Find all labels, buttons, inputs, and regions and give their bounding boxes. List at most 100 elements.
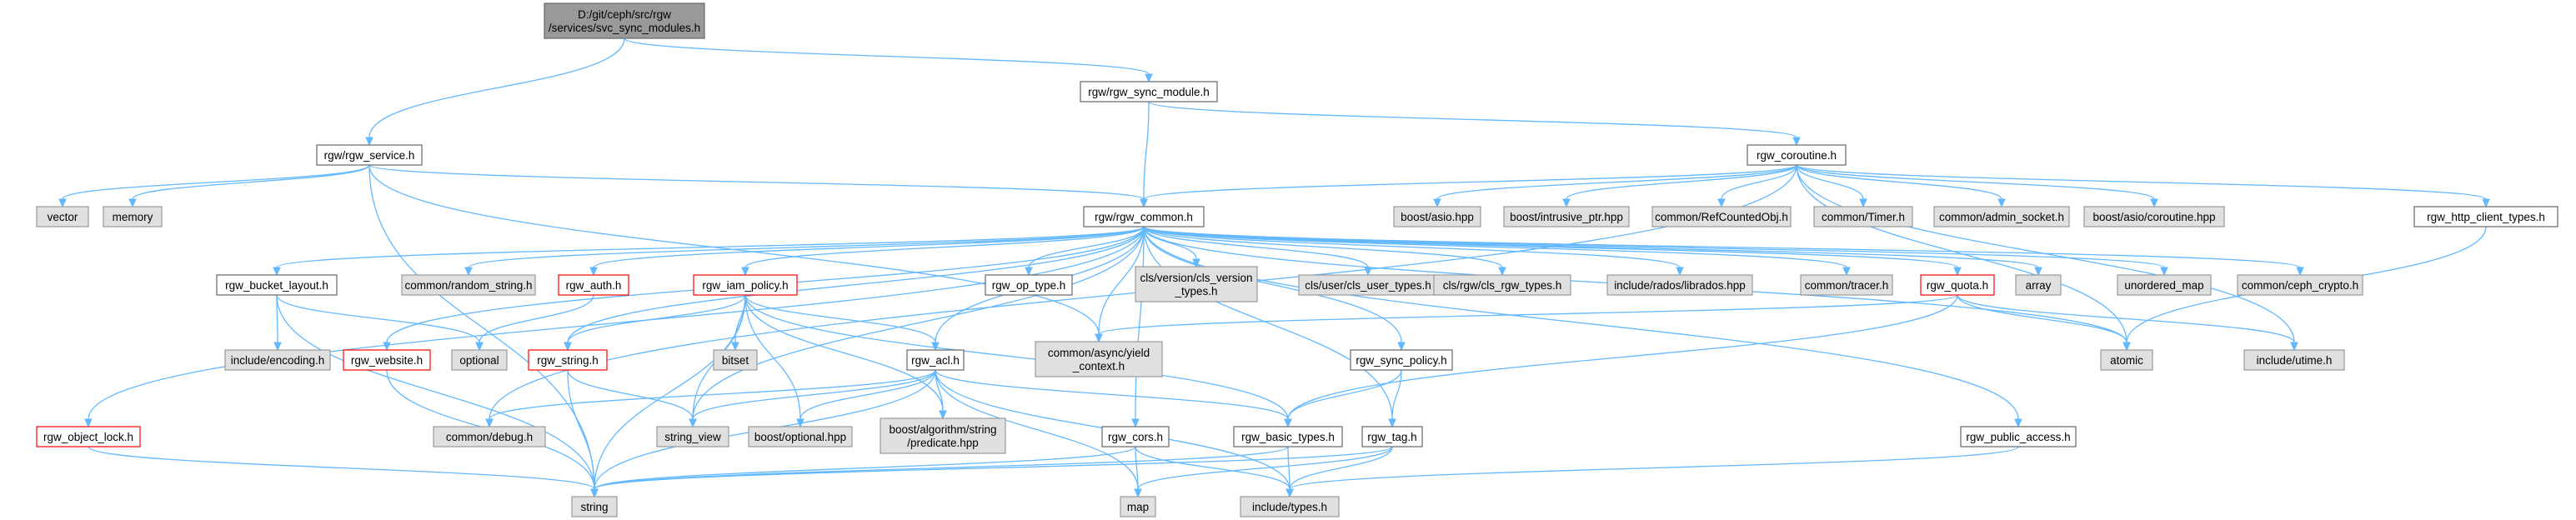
node-box <box>2100 349 2153 371</box>
edge-rgw_service-to-memory <box>128 164 370 208</box>
node-box <box>1606 274 1753 296</box>
node-box <box>656 426 729 448</box>
node-box <box>985 274 1073 296</box>
node-label: _context.h <box>1072 360 1125 372</box>
node-types: include/types.h <box>1240 496 1340 518</box>
node-label: cls/user/cls_user_types.h <box>1305 279 1431 292</box>
node-label: common/ceph_crypto.h <box>2242 279 2358 292</box>
edge-rgw_quota-to-utime <box>1957 294 2298 352</box>
edge-rgw_common-to-ceph_crypto <box>1143 226 2304 277</box>
node-box <box>1350 349 1453 371</box>
node-label: common/async/yield <box>1048 347 1150 359</box>
edge-rgw_tag-to-types <box>1285 446 1393 498</box>
node-rgw_string[interactable]: rgw_string.h <box>528 349 608 371</box>
node-encoding: include/encoding.h <box>224 349 331 371</box>
node-label: vector <box>48 211 78 223</box>
edge-rgw_sync_module-to-rgw_coroutine <box>1148 101 1801 147</box>
node-label: rgw_bucket_layout.h <box>225 279 328 292</box>
node-op_type[interactable]: rgw_op_type.h <box>985 274 1073 296</box>
node-memory: memory <box>103 206 163 228</box>
node-label: string_view <box>664 431 721 443</box>
node-label: rgw_sync_policy.h <box>1356 354 1446 367</box>
node-box <box>2413 206 2558 228</box>
node-box <box>1800 274 1893 296</box>
edge-rgw_service-to-rgw_common <box>368 164 1148 208</box>
edge-rgw_common-to-object_lock <box>84 226 1145 428</box>
node-asio_coroutine: boost/asio/coroutine.hpp <box>2083 206 2225 228</box>
node-label: rgw_op_type.h <box>992 279 1066 292</box>
node-rgw_sync_module[interactable]: rgw/rgw_sync_module.h <box>1080 81 1218 102</box>
node-label: include/types.h <box>1252 501 1327 513</box>
node-box <box>528 349 608 371</box>
edge-rgw_quota-to-yield_context <box>1095 294 1958 343</box>
node-iam_policy[interactable]: rgw_iam_policy.h <box>693 274 798 296</box>
node-label: rgw_object_lock.h <box>43 431 133 443</box>
node-box <box>1960 426 2077 448</box>
node-rgw_tag[interactable]: rgw_tag.h <box>1361 426 1423 448</box>
edge-rgw_common-to-librados <box>1143 226 1684 277</box>
node-label: rgw_basic_types.h <box>1241 431 1335 443</box>
node-box <box>1813 206 1913 228</box>
edge-rgw_auth-to-optional <box>475 294 594 352</box>
edge-rgw_common-to-public_access <box>1143 226 2022 428</box>
node-unordered_map: unordered_map <box>2117 274 2212 296</box>
nodes-layer: D:/git/ceph/src/rgw/services/svc_sync_mo… <box>36 2 2558 518</box>
edge-rgw_common-to-cls_rgw <box>1143 226 1506 277</box>
node-debug: common/debug.h <box>433 426 546 448</box>
edge-rgw_cors-to-types <box>1135 446 1294 498</box>
edge-rgw_coroutine-to-timer <box>1796 164 1867 208</box>
node-optional: optional <box>451 349 508 371</box>
node-rgw_quota[interactable]: rgw_quota.h <box>1920 274 1995 296</box>
node-sync_policy[interactable]: rgw_sync_policy.h <box>1350 349 1453 371</box>
node-ceph_crypto: common/ceph_crypto.h <box>2237 274 2363 296</box>
node-http_client_types[interactable]: rgw_http_client_types.h <box>2413 206 2558 228</box>
node-label: boost/algorithm/string <box>889 423 996 436</box>
node-label: rgw/rgw_common.h <box>1095 211 1193 223</box>
node-box <box>1135 266 1258 302</box>
node-box <box>1080 81 1218 102</box>
node-rgw_service[interactable]: rgw/rgw_service.h <box>316 144 423 166</box>
node-label: rgw_coroutine.h <box>1757 149 1837 162</box>
edge-rgw_tag-to-string <box>590 446 1393 498</box>
node-box <box>748 426 853 448</box>
node-label: /services/svc_sync_modules.h <box>549 22 700 34</box>
node-label: boost/intrusive_ptr.hpp <box>1510 211 1623 223</box>
node-rgw_website[interactable]: rgw_website.h <box>343 349 431 371</box>
node-rgw_cors[interactable]: rgw_cors.h <box>1101 426 1170 448</box>
node-box <box>571 496 618 518</box>
node-cls_version: cls/version/cls_version_types.h <box>1135 266 1258 302</box>
node-box <box>1651 206 1792 228</box>
edge-rgw_common-to-bucket_layout <box>273 226 1145 277</box>
node-bucket_layout[interactable]: rgw_bucket_layout.h <box>216 274 338 296</box>
node-box <box>224 349 331 371</box>
node-label: rgw_http_client_types.h <box>2427 211 2545 223</box>
node-array: array <box>2015 274 2062 296</box>
node-root[interactable]: D:/git/ceph/src/rgw/services/svc_sync_mo… <box>544 2 705 39</box>
node-label: include/utime.h <box>2257 354 2333 367</box>
node-rgw_common[interactable]: rgw/rgw_common.h <box>1083 206 1205 228</box>
node-rgw_auth[interactable]: rgw_auth.h <box>558 274 629 296</box>
edge-rgw_coroutine-to-refcounted <box>1717 164 1797 208</box>
node-label: rgw_acl.h <box>911 354 960 367</box>
node-basic_types[interactable]: rgw_basic_types.h <box>1233 426 1343 448</box>
edge-rgw_coroutine-to-asio_coroutine <box>1796 164 2158 208</box>
node-rgw_coroutine[interactable]: rgw_coroutine.h <box>1747 144 1847 166</box>
node-box <box>1120 496 1156 518</box>
edge-root-to-rgw_sync_module <box>624 38 1153 83</box>
node-rgw_acl[interactable]: rgw_acl.h <box>906 349 965 371</box>
node-public_access[interactable]: rgw_public_access.h <box>1960 426 2077 448</box>
node-box <box>1433 274 1571 296</box>
node-object_lock[interactable]: rgw_object_lock.h <box>36 426 141 448</box>
edge-rgw_common-to-op_type <box>1025 226 1145 277</box>
node-timer: common/Timer.h <box>1813 206 1913 228</box>
node-box <box>216 274 338 296</box>
node-string_view: string_view <box>656 426 729 448</box>
node-box <box>1393 206 1481 228</box>
node-label: rgw_tag.h <box>1367 431 1416 443</box>
node-box <box>1920 274 1995 296</box>
node-box <box>1083 206 1205 228</box>
node-label: bitset <box>722 354 749 367</box>
node-label: unordered_map <box>2124 279 2203 292</box>
node-label: rgw_string.h <box>537 354 599 367</box>
node-box <box>2237 274 2363 296</box>
